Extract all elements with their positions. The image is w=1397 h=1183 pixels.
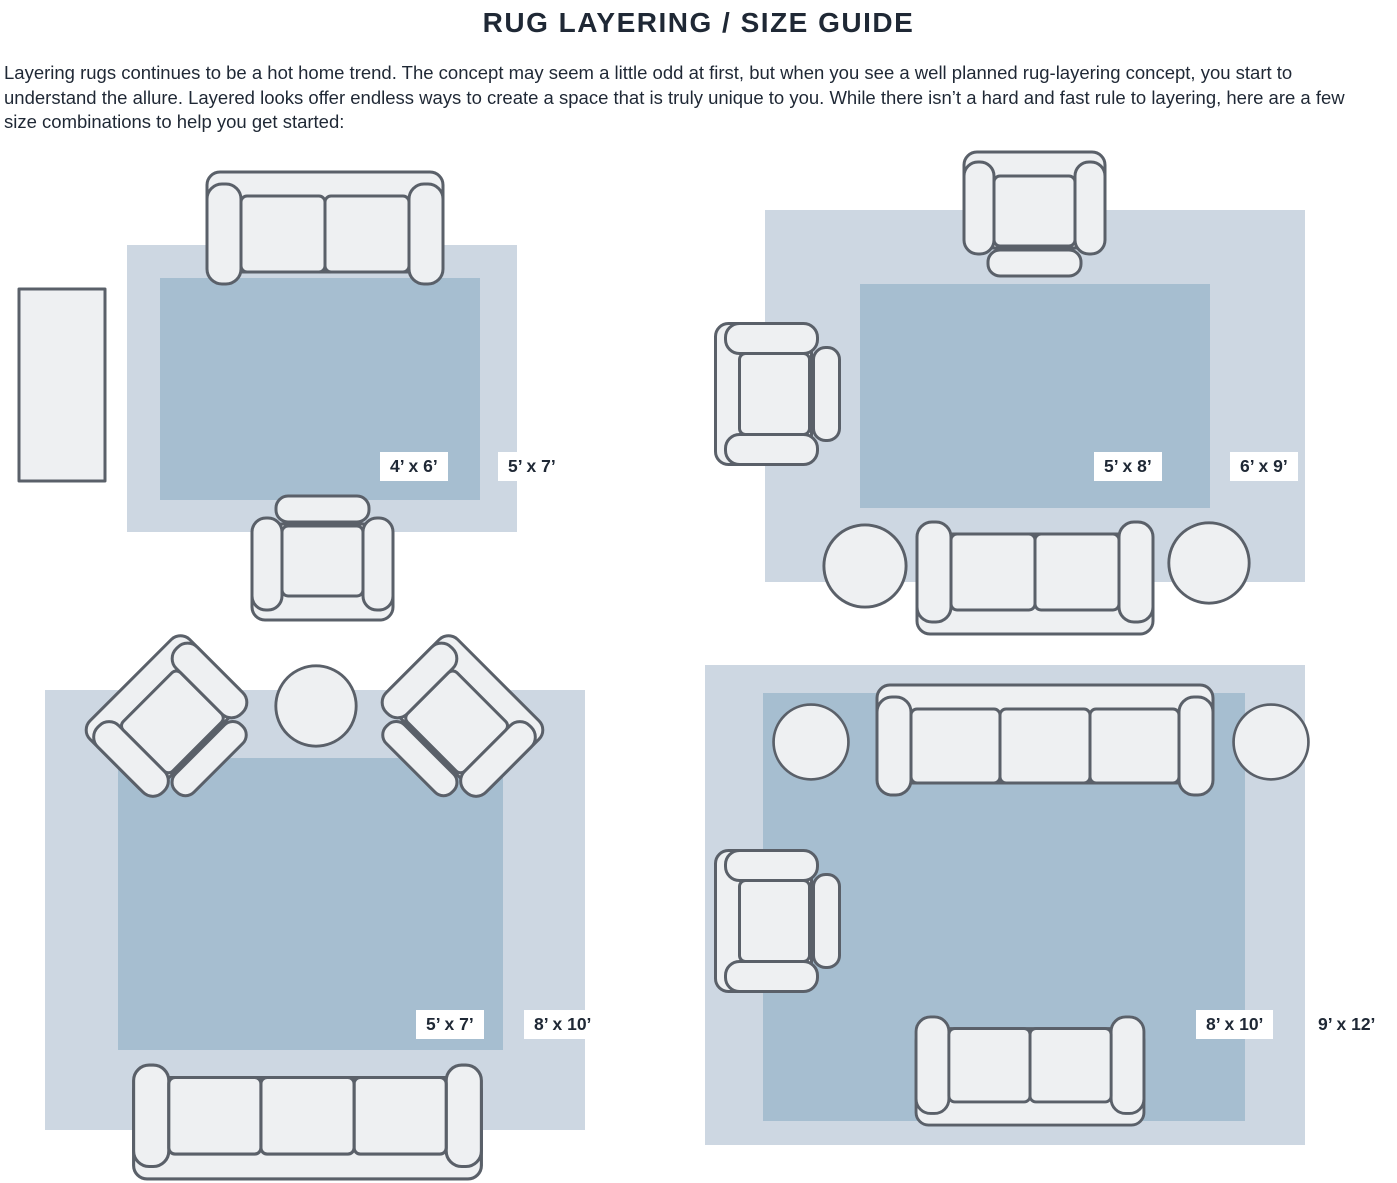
- round-ottoman: [770, 701, 852, 783]
- layout2-outer-rug: [765, 210, 1305, 582]
- layout3-outer-rug: [45, 690, 585, 1130]
- sofa: [915, 520, 1155, 636]
- accent-chair: [250, 494, 395, 622]
- rug-size-label-outer: 9’ x 12’: [1308, 1010, 1386, 1039]
- accent-chair: [78, 627, 271, 820]
- layout1-inner-rug: [160, 278, 480, 500]
- rug-size-label-outer: 5’ x 7’: [498, 452, 566, 481]
- sofa: [205, 170, 445, 286]
- console-table: [17, 287, 107, 483]
- layout4-outer-rug: [705, 665, 1305, 1145]
- rug-size-label-inner: 4’ x 6’: [380, 452, 448, 481]
- rug-size-label-inner: 5’ x 8’: [1094, 452, 1162, 481]
- rug-size-label-outer: 6’ x 9’: [1230, 452, 1298, 481]
- round-ottoman: [820, 521, 910, 611]
- layout4-inner-rug: [763, 693, 1245, 1121]
- layout1-outer-rug: [127, 245, 517, 532]
- sofa: [130, 1063, 485, 1181]
- intro-text: Layering rugs continues to be a hot home…: [4, 62, 1345, 133]
- layout2-inner-rug: [860, 284, 1210, 508]
- rug-size-label-outer: 8’ x 10’: [524, 1010, 602, 1039]
- loveseat: [910, 1015, 1150, 1127]
- accent-chair: [714, 322, 842, 467]
- accent-chair: [962, 150, 1107, 278]
- accent-chair: [714, 849, 842, 994]
- round-ottoman: [272, 662, 360, 750]
- sofa: [875, 683, 1215, 797]
- round-ottoman: [1165, 519, 1253, 607]
- layout3-inner-rug: [118, 758, 503, 1050]
- accent-chair: [358, 627, 551, 820]
- round-ottoman: [1230, 701, 1312, 783]
- rug-size-label-inner: 5’ x 7’: [416, 1010, 484, 1039]
- rug-size-label-inner: 8’ x 10’: [1196, 1010, 1274, 1039]
- page-title: RUG LAYERING / SIZE GUIDE: [482, 7, 915, 38]
